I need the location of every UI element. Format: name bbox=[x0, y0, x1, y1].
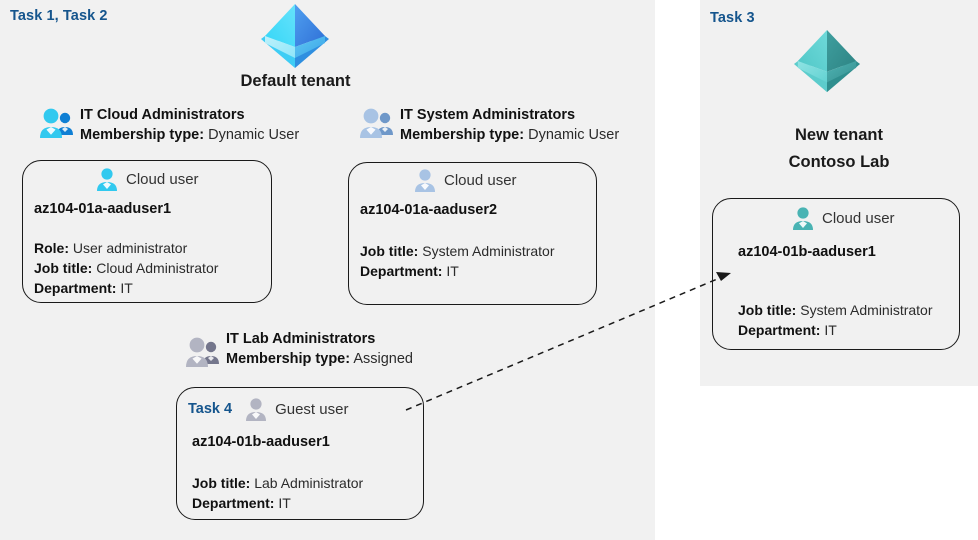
attr-value: IT bbox=[824, 322, 837, 338]
user-name: az104-01b-aaduser1 bbox=[192, 434, 330, 450]
membership-value: Dynamic User bbox=[208, 127, 300, 143]
cloud-user-icon bbox=[94, 166, 120, 192]
attr-value: IT bbox=[446, 263, 459, 279]
group-membership: Membership type: Assigned bbox=[226, 349, 413, 370]
membership-label: Membership type: bbox=[400, 127, 525, 143]
attr-label: Department: bbox=[360, 263, 443, 279]
attr-label: Department: bbox=[738, 322, 821, 338]
card-head: Cloud user bbox=[94, 166, 199, 192]
attr-value: User administrator bbox=[72, 240, 188, 256]
attr-value: Cloud Administrator bbox=[96, 260, 219, 276]
attr-department: Department: IT bbox=[34, 278, 218, 298]
cloud-user-icon bbox=[790, 205, 816, 231]
attr-label: Job title: bbox=[192, 475, 251, 491]
membership-value: Assigned bbox=[353, 351, 413, 367]
attr-value: System Administrator bbox=[800, 302, 933, 318]
attr-job-title: Job title: Cloud Administrator bbox=[34, 258, 218, 278]
card-head: Cloud user bbox=[790, 205, 895, 231]
group-users-icon bbox=[358, 105, 394, 141]
user-name: az104-01a-aaduser2 bbox=[360, 202, 498, 218]
membership-label: Membership type: bbox=[226, 351, 351, 367]
attr-value: IT bbox=[120, 280, 133, 296]
group-name: IT Cloud Administrators bbox=[80, 107, 245, 123]
attr-department: Department: IT bbox=[738, 320, 933, 340]
user-type-label: Cloud user bbox=[126, 170, 199, 188]
attr-job-title: Job title: Lab Administrator bbox=[192, 473, 363, 493]
user-card-aaduser1-contoso[interactable] bbox=[712, 198, 960, 350]
membership-value: Dynamic User bbox=[528, 127, 620, 143]
user-attributes: Job title: Lab Administrator Department:… bbox=[192, 473, 363, 513]
attr-label: Job title: bbox=[360, 243, 419, 259]
attr-label: Job title: bbox=[738, 302, 797, 318]
card-head: Task 4 Guest user bbox=[188, 396, 348, 422]
user-card-guest-aaduser1-lab[interactable] bbox=[176, 387, 424, 520]
card-head: Cloud user bbox=[412, 167, 517, 193]
group-it-lab-administrators: IT Lab Administrators Membership type: A… bbox=[226, 330, 413, 370]
user-type-label: Guest user bbox=[275, 400, 349, 418]
group-membership: Membership type: Dynamic User bbox=[80, 125, 299, 146]
default-tenant-panel bbox=[0, 0, 655, 540]
user-attributes: Role: User administrator Job title: Clou… bbox=[34, 238, 218, 298]
task-label-right: Task 3 bbox=[710, 10, 755, 26]
attr-job-title: Job title: System Administrator bbox=[738, 300, 933, 320]
user-type-label: Cloud user bbox=[444, 171, 517, 189]
attr-value: Lab Administrator bbox=[254, 475, 364, 491]
membership-label: Membership type: bbox=[80, 127, 205, 143]
group-users-icon bbox=[38, 105, 74, 141]
cloud-user-icon bbox=[412, 167, 438, 193]
default-tenant-title: Default tenant bbox=[240, 72, 351, 90]
group-membership: Membership type: Dynamic User bbox=[400, 125, 619, 146]
attr-value: IT bbox=[278, 495, 291, 511]
attr-label: Department: bbox=[34, 280, 117, 296]
attr-department: Department: IT bbox=[192, 493, 363, 513]
attr-department: Department: IT bbox=[360, 261, 555, 281]
user-card-aaduser1-default[interactable] bbox=[22, 160, 272, 303]
group-it-system-administrators: IT System Administrators Membership type… bbox=[400, 106, 619, 146]
new-tenant-title-line1: New tenant bbox=[794, 126, 883, 144]
user-attributes: Job title: System Administrator Departme… bbox=[738, 300, 933, 340]
user-name: az104-01b-aaduser1 bbox=[738, 244, 876, 260]
group-it-cloud-administrators: IT Cloud Administrators Membership type:… bbox=[80, 106, 299, 146]
task-label-left: Task 1, Task 2 bbox=[10, 8, 108, 24]
attr-job-title: Job title: System Administrator bbox=[360, 241, 555, 261]
group-name: IT System Administrators bbox=[400, 107, 576, 123]
azure-ad-tenant-icon bbox=[790, 28, 864, 96]
user-type-label: Cloud user bbox=[822, 209, 895, 227]
group-name: IT Lab Administrators bbox=[226, 331, 376, 347]
attr-value: System Administrator bbox=[422, 243, 555, 259]
user-name: az104-01a-aaduser1 bbox=[34, 201, 172, 217]
new-tenant-title-line2: Contoso Lab bbox=[788, 153, 890, 171]
user-attributes: Job title: System Administrator Departme… bbox=[360, 241, 555, 281]
guest-user-icon bbox=[243, 396, 269, 422]
attr-label: Role: bbox=[34, 240, 69, 256]
group-users-icon bbox=[184, 334, 220, 370]
task-label-inline: Task 4 bbox=[188, 401, 233, 417]
attr-role: Role: User administrator bbox=[34, 238, 218, 258]
attr-label: Job title: bbox=[34, 260, 93, 276]
attr-label: Department: bbox=[192, 495, 275, 511]
azure-ad-tenant-icon bbox=[257, 2, 333, 72]
